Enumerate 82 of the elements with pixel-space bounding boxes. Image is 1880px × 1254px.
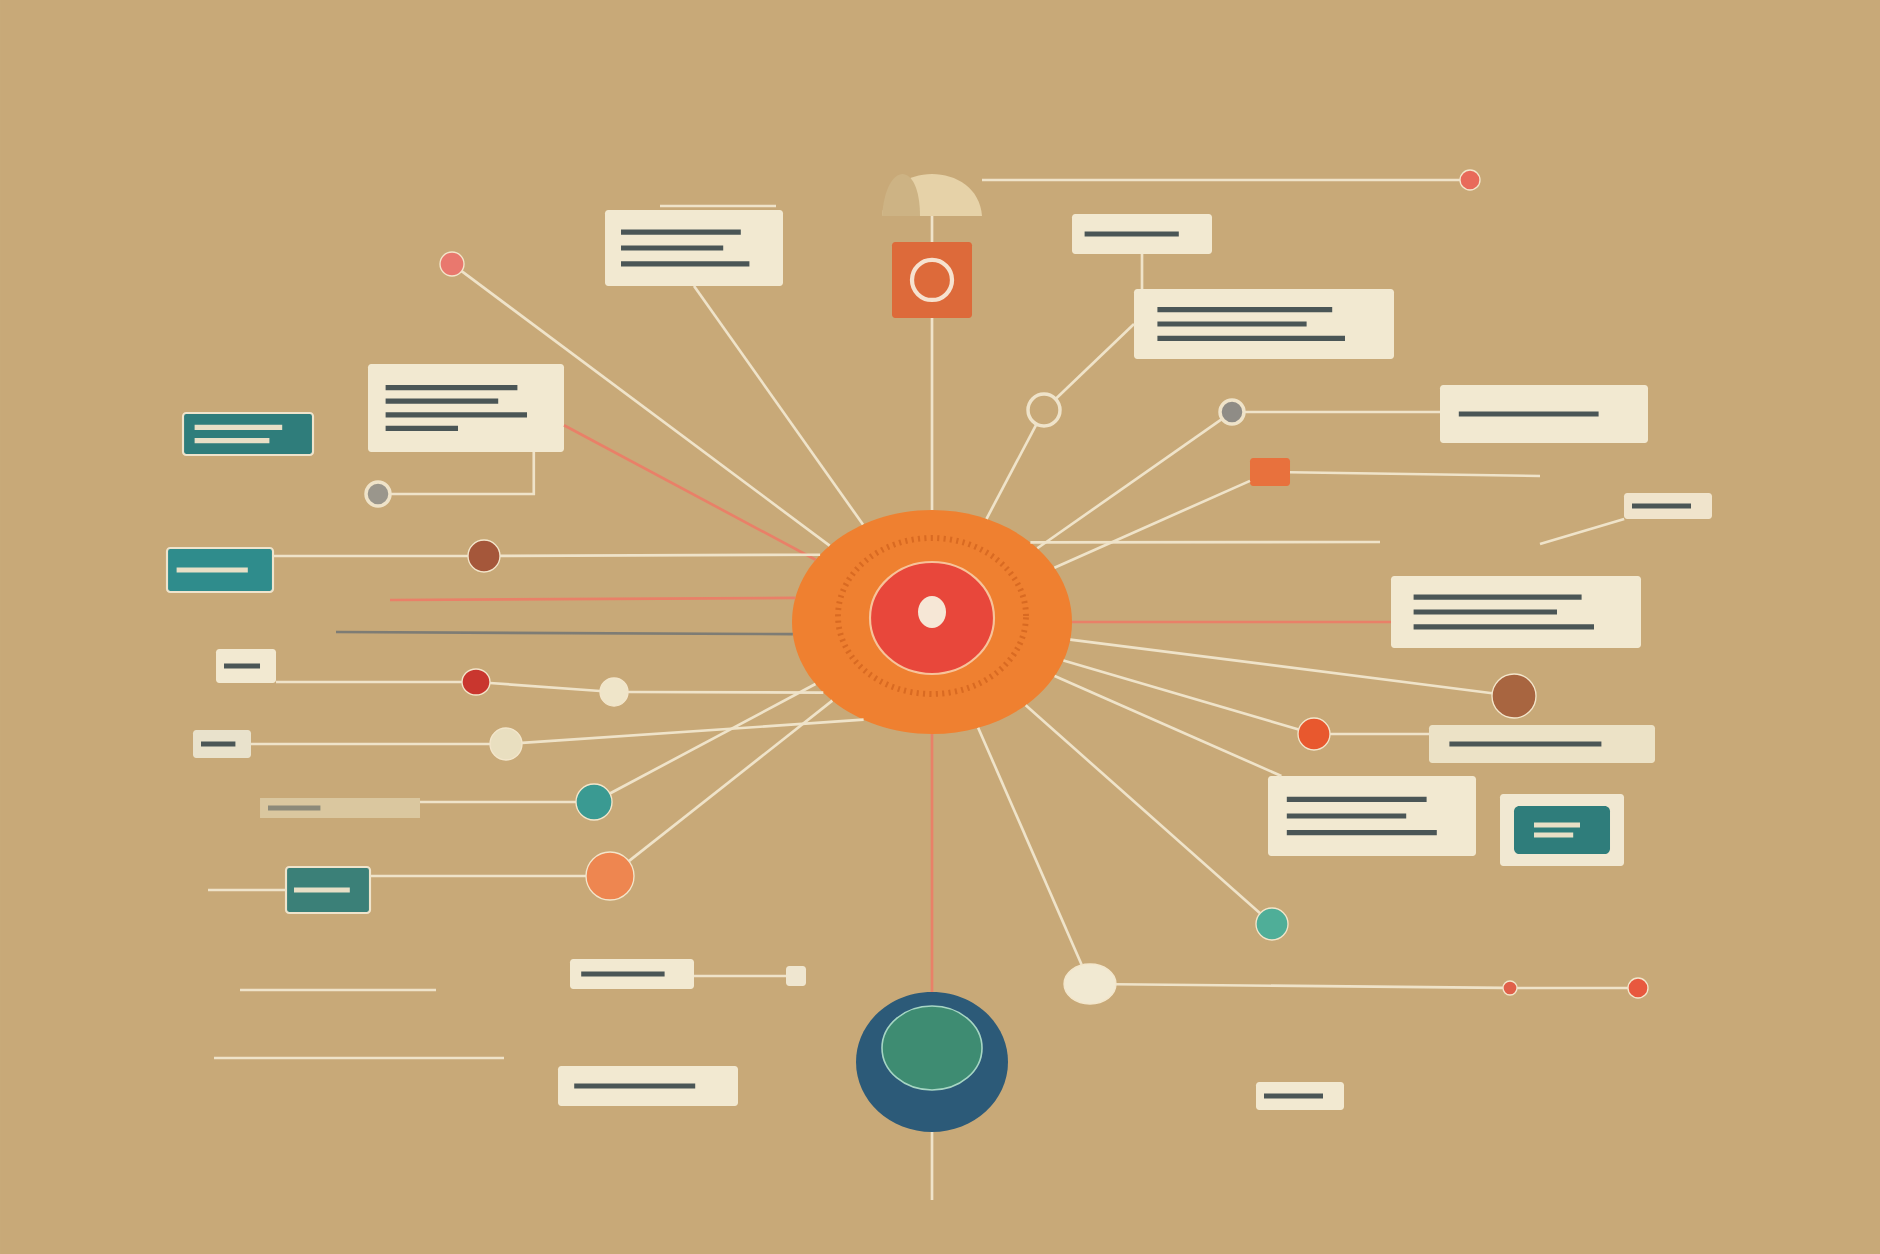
ring bbox=[1218, 398, 1246, 426]
connector-line bbox=[1539, 517, 1625, 546]
connector-line bbox=[336, 630, 793, 636]
dot bbox=[1063, 963, 1117, 1005]
connector-line bbox=[390, 596, 796, 602]
tag bbox=[181, 411, 315, 457]
marker bbox=[1250, 458, 1290, 486]
dot bbox=[489, 727, 523, 761]
connector-line bbox=[273, 554, 468, 558]
card bbox=[605, 210, 783, 286]
dot bbox=[575, 783, 613, 821]
connector-line bbox=[1054, 323, 1135, 400]
connector-line bbox=[930, 318, 934, 510]
dot bbox=[1502, 980, 1518, 996]
connector-line bbox=[1024, 704, 1261, 915]
dome bbox=[882, 174, 982, 216]
circle bbox=[856, 992, 1008, 1132]
dot bbox=[599, 677, 629, 707]
connector-line bbox=[930, 734, 934, 992]
connector-line bbox=[930, 1132, 934, 1200]
connector-line bbox=[1140, 254, 1144, 289]
connector-line bbox=[694, 974, 786, 978]
dot bbox=[1255, 907, 1289, 941]
connector-line bbox=[985, 423, 1038, 520]
connector-line bbox=[208, 888, 286, 892]
connector-line bbox=[1116, 982, 1504, 990]
dot bbox=[461, 668, 491, 696]
connector-line bbox=[628, 690, 824, 694]
card bbox=[193, 730, 251, 758]
connector-line bbox=[500, 553, 821, 558]
connector-line bbox=[1070, 638, 1493, 695]
connector-line bbox=[976, 727, 1083, 966]
hub-circle bbox=[792, 510, 1072, 734]
connector-line bbox=[609, 682, 817, 795]
dot bbox=[585, 851, 635, 901]
connector-line bbox=[489, 681, 601, 693]
connector-line bbox=[930, 216, 934, 242]
dot bbox=[439, 251, 465, 277]
connector-line bbox=[251, 742, 490, 746]
card bbox=[1072, 214, 1212, 254]
card bbox=[1624, 493, 1712, 519]
connector-line bbox=[276, 680, 462, 684]
dot bbox=[1459, 169, 1481, 191]
dot bbox=[467, 539, 501, 573]
card bbox=[1268, 776, 1476, 856]
dot bbox=[1297, 717, 1331, 751]
ring-icon bbox=[892, 242, 972, 318]
card bbox=[1256, 1082, 1344, 1110]
connector-line bbox=[692, 285, 865, 526]
card bbox=[368, 364, 564, 452]
connector-line bbox=[521, 718, 864, 745]
dot bbox=[1491, 673, 1537, 719]
connector-line bbox=[628, 699, 834, 863]
connector-line bbox=[1036, 417, 1223, 550]
tag bbox=[284, 865, 372, 915]
connector-line bbox=[1054, 674, 1282, 778]
connector-line bbox=[1030, 540, 1380, 544]
tag bbox=[1500, 794, 1624, 866]
connector-line bbox=[1053, 479, 1251, 569]
strip bbox=[260, 798, 420, 818]
connector-line bbox=[1244, 410, 1440, 414]
card bbox=[1391, 576, 1641, 648]
tag bbox=[165, 546, 275, 594]
connector-line bbox=[1290, 470, 1541, 478]
dot bbox=[1627, 977, 1649, 999]
card bbox=[558, 1066, 738, 1106]
connector-line bbox=[370, 874, 586, 878]
connector-line bbox=[1063, 659, 1300, 731]
card bbox=[1429, 725, 1655, 763]
connector-line bbox=[1330, 732, 1429, 736]
ring bbox=[364, 480, 392, 508]
connector-line bbox=[563, 424, 817, 561]
connector-line bbox=[1072, 620, 1391, 624]
connector-line bbox=[420, 800, 576, 804]
connector-line bbox=[1517, 986, 1628, 990]
connector-line bbox=[982, 178, 1460, 182]
card bbox=[216, 649, 276, 683]
connector-line bbox=[460, 270, 831, 547]
card bbox=[1134, 289, 1394, 359]
connector-line bbox=[390, 452, 536, 496]
card bbox=[570, 959, 694, 989]
card bbox=[1440, 385, 1648, 443]
